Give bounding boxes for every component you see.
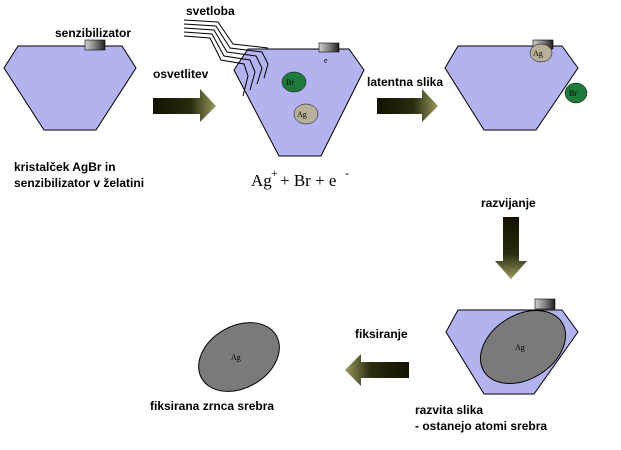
reaction-equation: Ag + + Br + e -: [251, 166, 349, 190]
sensitizer-block: [84, 39, 106, 51]
crystal-initial: [3, 39, 137, 131]
br-ion-label: Br: [286, 78, 294, 87]
ag-atom-label: Ag: [533, 49, 543, 58]
light-rays: [183, 19, 269, 97]
label-razvijanje: razvijanje: [481, 196, 536, 210]
fixed-silver-grain: Ag: [198, 322, 280, 392]
eq-ag: Ag: [251, 171, 272, 190]
ag-ion: [293, 103, 319, 125]
arrow-latentna: [377, 89, 438, 122]
br-ion: [281, 71, 307, 93]
arrow-razvijanje: [495, 217, 527, 279]
crystal-developed: Ag: [445, 298, 579, 395]
eq-rest: + Br + e: [280, 171, 336, 190]
label-crystal-line2: senzibilizator v želatini: [14, 176, 144, 190]
label-senzibilizator: senzibilizator: [55, 26, 131, 40]
label-razvita-line1: razvita slika: [415, 403, 483, 417]
silver-grain-label: Ag: [515, 343, 525, 352]
label-razvita-line2: - ostanejo atomi srebra: [415, 419, 547, 433]
label-svetloba: svetloba: [186, 4, 235, 18]
eq-ag-sup: +: [271, 166, 278, 180]
ag-ion-label: Ag: [297, 110, 307, 119]
label-latentna: latentna slika: [367, 75, 443, 89]
crystal-shape: [3, 45, 137, 131]
electron-label: e: [324, 56, 328, 65]
sensitizer-block: [318, 42, 340, 53]
ag-atom: [529, 43, 553, 63]
silver-grain-label: Ag: [231, 353, 241, 362]
eq-e-sup: -: [345, 166, 349, 180]
label-fiksiranje: fiksiranje: [355, 327, 408, 341]
sensitizer-block: [534, 298, 556, 310]
label-osvetlitev: osvetlitev: [153, 67, 209, 81]
crystal-latent: Ag Br: [444, 39, 588, 131]
arrow-osvetlitev: [153, 89, 216, 122]
crystal-shape: [444, 45, 579, 131]
br-ion: [564, 82, 588, 104]
br-ion-label: Br: [569, 89, 577, 98]
arrow-fiksiranje: [345, 354, 409, 386]
crystal-shape: [233, 48, 365, 157]
silver-grain: [479, 310, 567, 384]
label-fiksirana: fiksirana zrnca srebra: [150, 399, 274, 413]
crystal-exposed: Br Ag e: [183, 19, 365, 157]
silver-grain: [198, 322, 280, 392]
label-crystal-line1: kristalček AgBr in: [14, 160, 116, 174]
